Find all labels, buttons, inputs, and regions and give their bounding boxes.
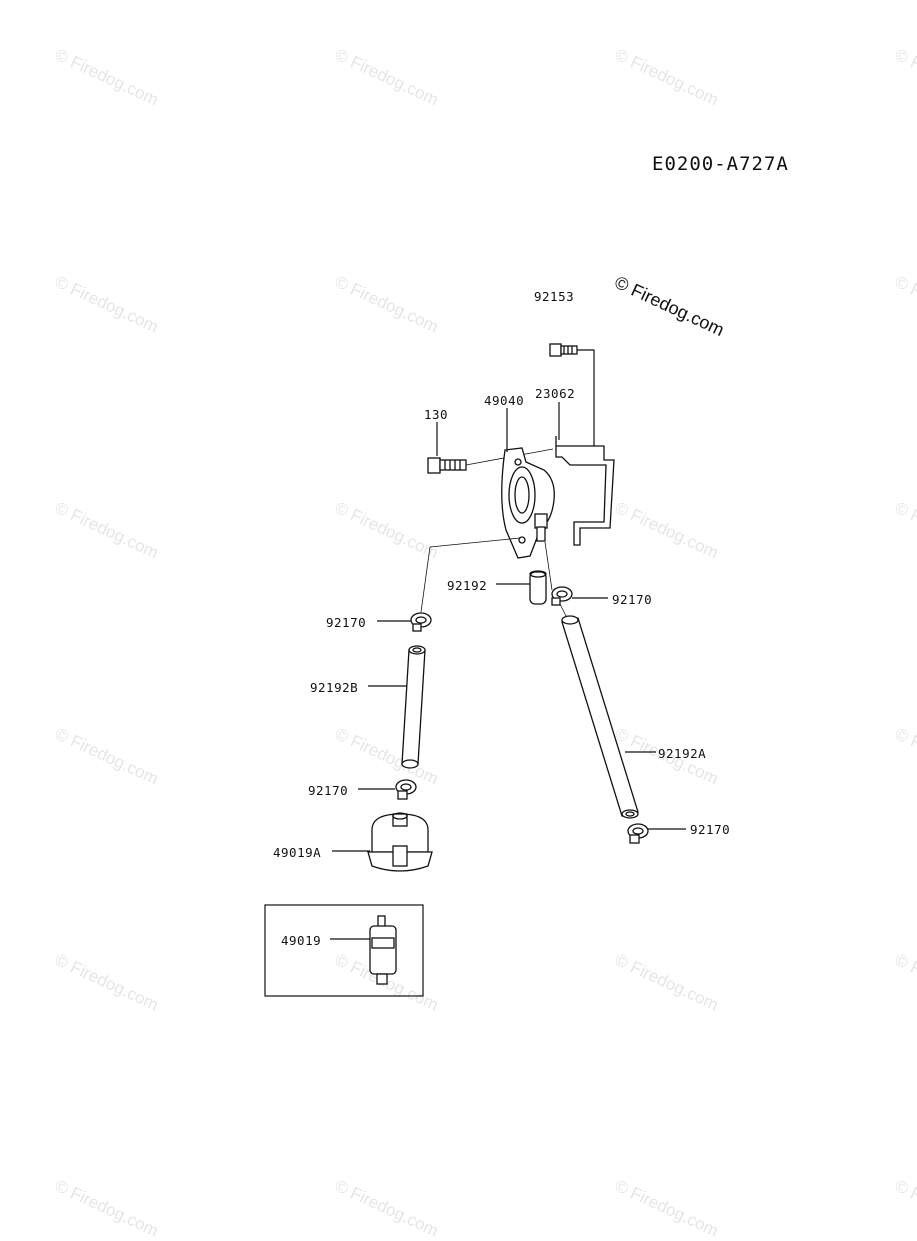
clamp-right-upper-icon[interactable] — [551, 586, 573, 606]
clamp-left-lower-icon[interactable] — [395, 779, 417, 800]
clamp-right-lower-icon[interactable] — [627, 823, 649, 844]
label-23062[interactable]: 23062 — [535, 386, 576, 401]
bolt-92153-icon[interactable] — [549, 343, 578, 357]
center-line-left-down — [420, 546, 431, 613]
fuel-filter-49019a-icon[interactable] — [367, 812, 433, 872]
center-line-pump-right — [544, 541, 553, 591]
label-92170-left-lower[interactable]: 92170 — [308, 783, 349, 798]
parts-diagram — [264, 343, 686, 997]
inset-frame — [264, 904, 424, 997]
fuel-pump-49040-icon[interactable] — [501, 447, 555, 559]
label-92192b[interactable]: 92192B — [310, 680, 359, 695]
diagram-code: E0200-A727A — [652, 153, 789, 175]
label-92192a[interactable]: 92192A — [658, 746, 707, 761]
label-92170-left-upper[interactable]: 92170 — [326, 615, 367, 630]
center-line-pump-left — [429, 537, 521, 548]
short-tube-92192-icon[interactable] — [529, 570, 547, 605]
bolt-130-icon[interactable] — [427, 457, 467, 474]
tube-92192b-icon[interactable] — [401, 645, 426, 769]
label-92170-right-upper[interactable]: 92170 — [612, 592, 653, 607]
fuel-filter-49019-icon[interactable] — [369, 915, 397, 985]
tube-92192a-icon[interactable] — [561, 615, 639, 819]
label-49019[interactable]: 49019 — [281, 933, 322, 948]
label-92192[interactable]: 92192 — [447, 578, 488, 593]
bracket-23062-icon[interactable] — [555, 436, 615, 546]
label-49019a[interactable]: 49019A — [273, 845, 322, 860]
label-92170-right-lower[interactable]: 92170 — [690, 822, 731, 837]
label-49040[interactable]: 49040 — [484, 393, 525, 408]
label-130[interactable]: 130 — [424, 407, 449, 422]
label-92153[interactable]: 92153 — [534, 289, 575, 304]
leader-bolt-top — [577, 349, 595, 446]
clamp-left-upper-icon[interactable] — [410, 612, 432, 632]
